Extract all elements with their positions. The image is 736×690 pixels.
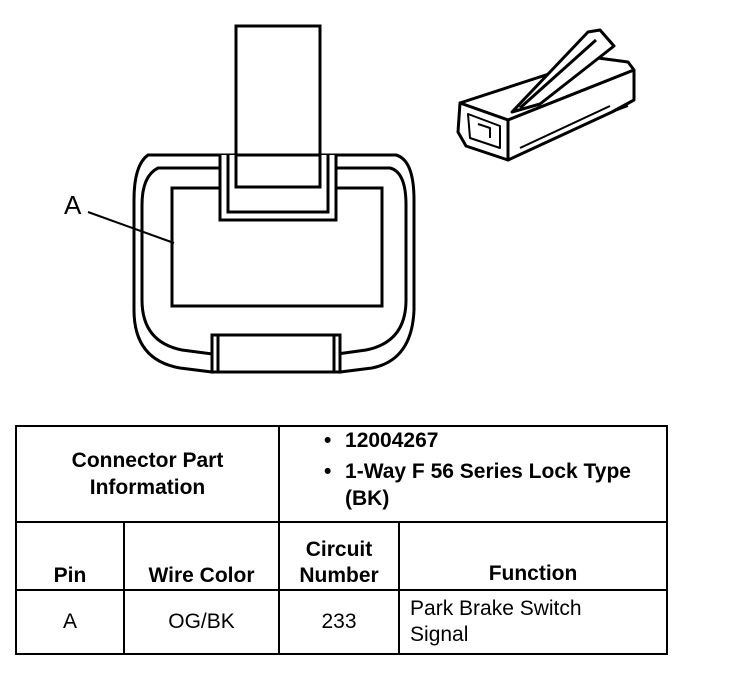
function-cell: Park Brake Switch Signal <box>398 589 669 655</box>
col-header-function: Function <box>398 521 669 591</box>
pin-cell: A <box>15 589 125 655</box>
bottom-tab <box>210 333 342 374</box>
col-header-pin: Pin <box>15 521 125 591</box>
connector-part-info-header: Connector Part Information <box>14 425 281 523</box>
part-number: 12004267 <box>345 429 439 452</box>
connector-info-table: Connector Part Information • 12004267 • 1-… <box>14 425 669 655</box>
part-info-list: • 12004267 • 1-Way F 56 Series Lock Type (… <box>280 427 666 512</box>
connector-face-view <box>132 24 416 374</box>
column-header-row: Pin Wire Color Circuit Number Function <box>15 521 669 591</box>
bullet-icon: • <box>324 429 332 452</box>
part-number-item: • 12004267 <box>280 427 666 454</box>
table-row: A OG/BK 233 Park Brake Switch Signal <box>15 589 669 655</box>
wire-color-cell: OG/BK <box>122 589 281 655</box>
connector-iso-view <box>456 28 636 162</box>
col-header-wire-color: Wire Color <box>122 521 281 591</box>
bullet-icon: • <box>324 460 332 483</box>
connector-type-item: • 1-Way F 56 Series Lock Type (BK) <box>280 458 666 512</box>
col-header-circuit-number: Circuit Number <box>278 521 401 591</box>
circuit-number-cell: 233 <box>278 589 401 655</box>
part-info-list-cell: • 12004267 • 1-Way F 56 Series Lock Type (… <box>278 425 669 523</box>
pin-callout-label: A <box>64 190 82 220</box>
connector-diagram <box>87 24 636 374</box>
pin-callout-leader <box>87 211 175 244</box>
iso-slot <box>467 113 501 149</box>
connector-type: 1-Way F 56 Series Lock Type (BK) <box>345 460 631 510</box>
part-info-row: Connector Part Information • 12004267 • 1-… <box>14 425 669 523</box>
